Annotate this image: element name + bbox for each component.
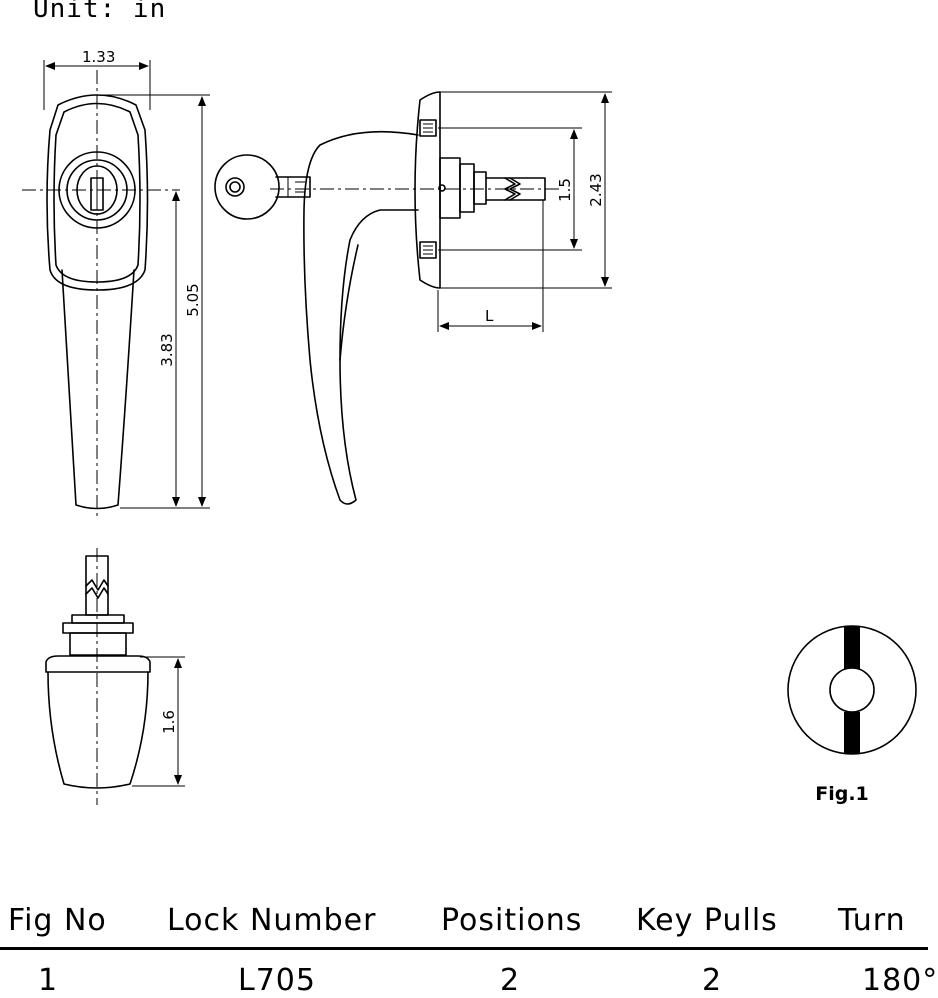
keyway-slot-bottom [844,712,860,754]
dim-height-total: 5.05 [100,94,210,509]
dim-width-top-label: 1.33 [82,48,115,66]
dim-width-top: 1.33 [43,48,151,110]
table-header-turn: Turn [838,903,906,938]
table-cell-positions: 2 [500,963,521,998]
table-cell-turn: 180° [862,963,938,998]
dim-side-height: 2.43 [438,91,612,289]
table-header-fig-no: Fig No [8,903,107,938]
dim-side-length: L [437,200,544,332]
table-cell-lock-number: L705 [238,963,316,998]
dim-side-height-label: 2.43 [587,173,605,206]
dim-side-length-label: L [485,307,494,325]
dim-side-mount-label: 1.5 [556,178,574,202]
front-view [22,70,180,520]
fig1-keyway-diagram [787,625,917,755]
side-view [214,91,560,505]
keyway-slot-top [844,626,860,672]
table-cell-fig-no: 1 [38,963,59,998]
dim-height-lower: 3.83 [158,191,180,507]
table-header-key-pulls: Key Pulls [636,903,778,938]
dim-height-total-label: 5.05 [184,283,202,316]
dim-side-mount: 1.5 [438,127,582,251]
unit-label: Unit: in [33,0,167,24]
dim-height-lower-label: 3.83 [158,333,176,366]
figure-label: Fig.1 [815,783,869,805]
table-header-positions: Positions [441,903,583,938]
dim-bottom-height: 1.6 [132,656,185,787]
table-rule [0,947,928,950]
table-cell-key-pulls: 2 [702,963,723,998]
bottom-view [45,548,151,805]
dim-bottom-height-label: 1.6 [160,710,178,734]
table-header-lock-number: Lock Number [167,903,377,938]
